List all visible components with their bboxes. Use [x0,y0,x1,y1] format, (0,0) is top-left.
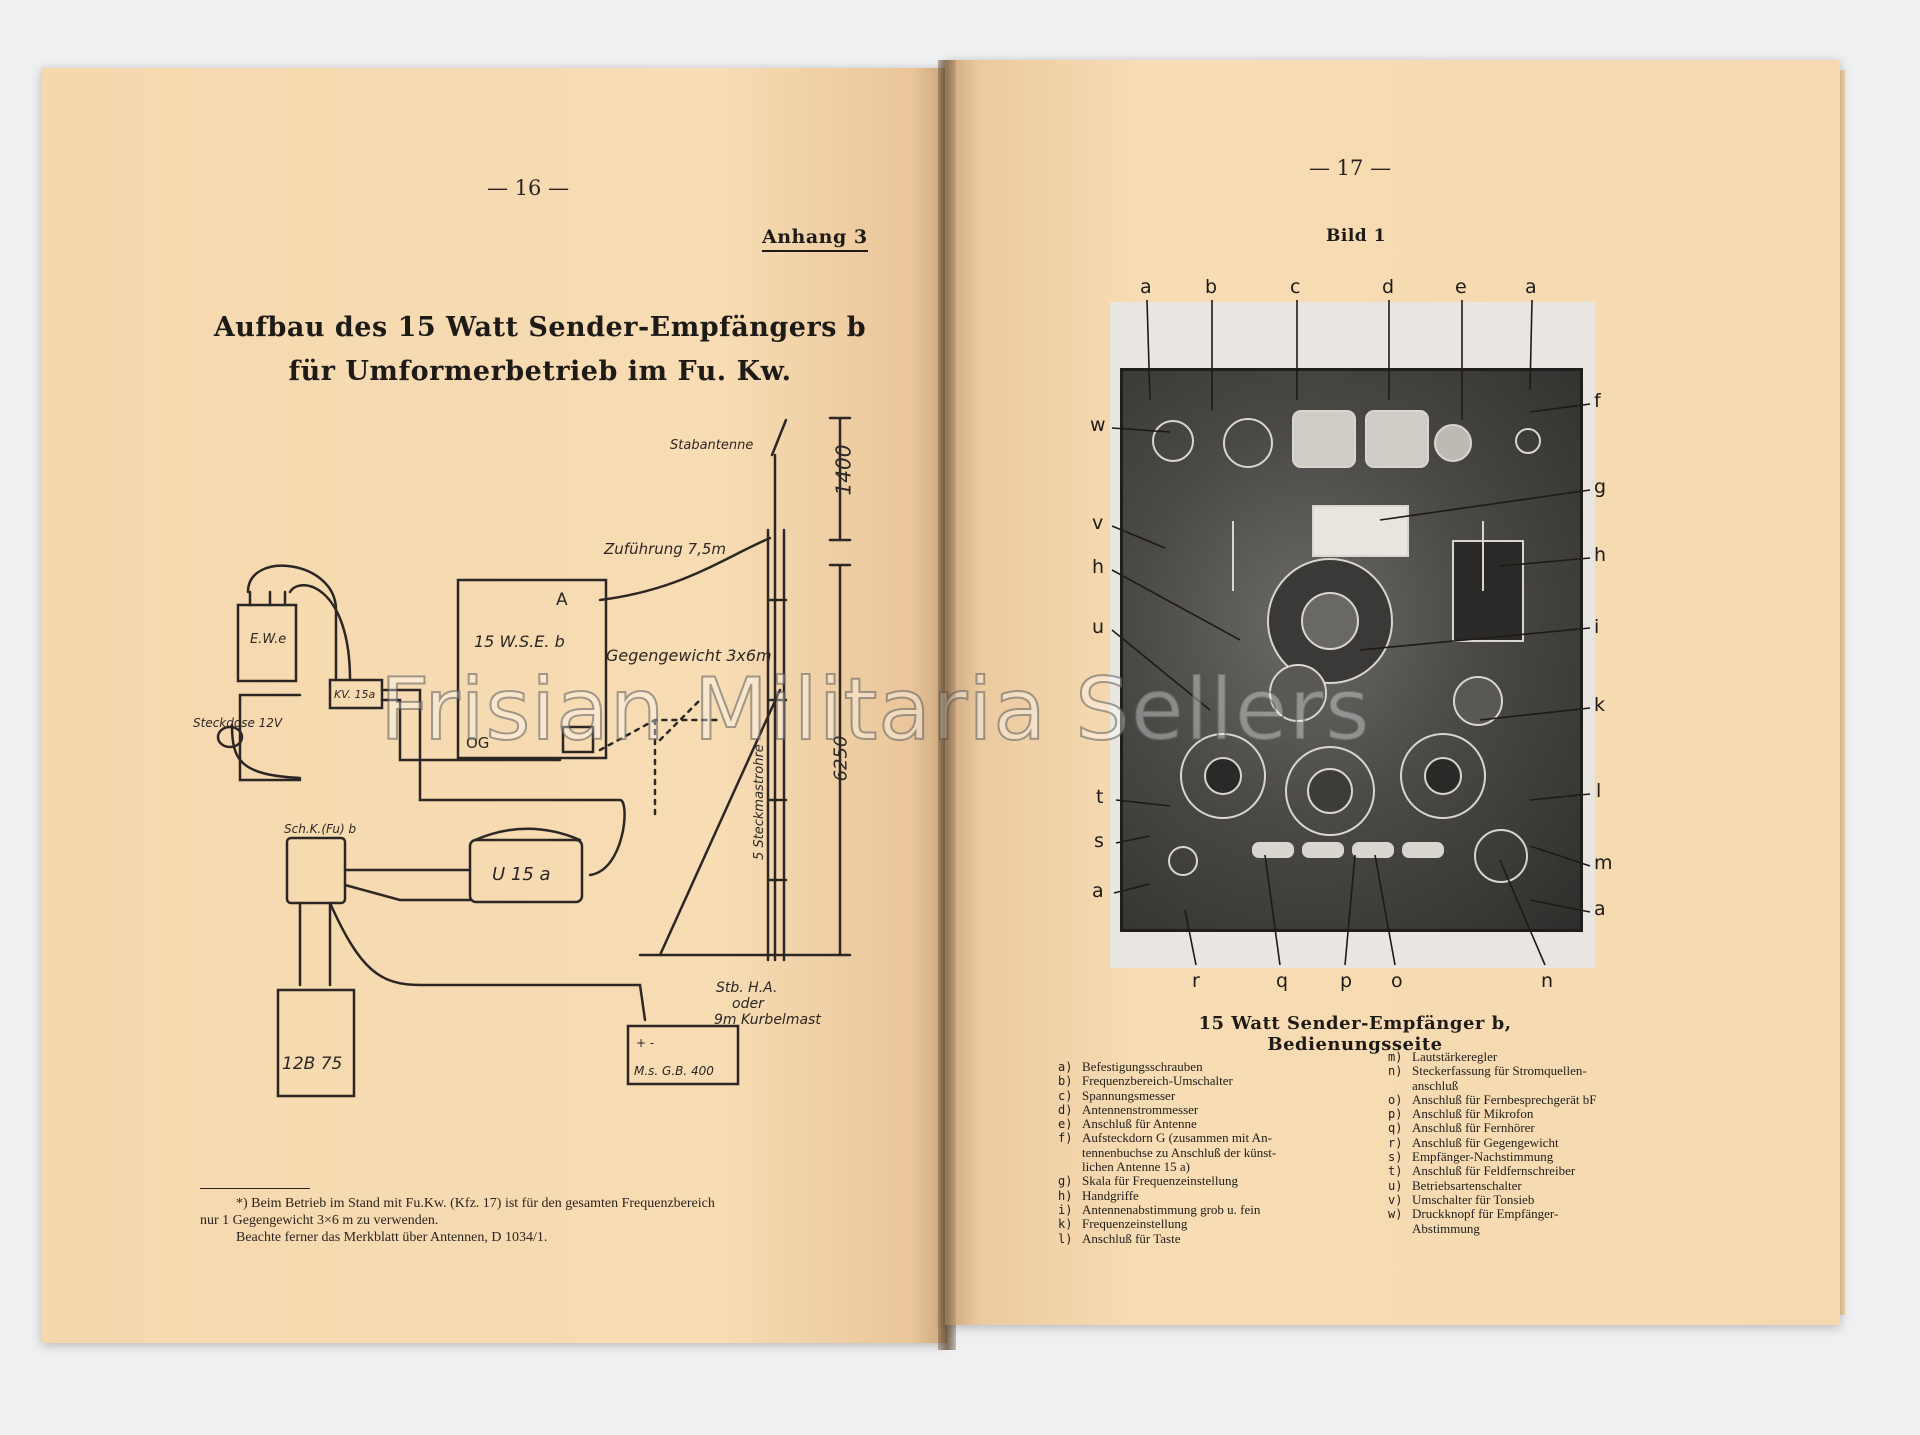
legend-item: q)Anschluß für Fernhörer [1388,1120,1535,1136]
label-og: OG [466,734,490,752]
legend-item: h)Handgriffe [1058,1187,1139,1203]
legend-item: n)Steckerfassung für Stromquellen- [1388,1063,1587,1079]
set-box [456,578,608,760]
label-ewe: E.W.e [250,632,287,647]
label-gb: M.s. G.B. 400 [634,1064,714,1078]
footnote-line1: *) Beim Betrieb im Stand mit Fu.Kw. (Kfz… [236,1196,715,1211]
callout-left-w: w [1090,414,1106,436]
callout-left-s: s [1094,830,1104,852]
mast-pipe [766,528,786,962]
legend-item: e)Anschluß für Antenne [1058,1116,1197,1132]
legend-item: v)Umschalter für Tonsieb [1388,1191,1535,1207]
callout-right-h: h [1594,544,1607,566]
legend-item: tennenbuchse zu Anschluß der künst- [1082,1144,1277,1160]
callout-bottom-p: p [1340,970,1353,992]
page-number-left: — 16 — [487,176,570,200]
label-schk: Sch.K.(Fu) b [284,822,357,836]
callout-bottom-o: o [1391,970,1403,992]
label-gb-terminals: + - [636,1036,655,1050]
legend-item: u)Betriebsartenschalter [1388,1177,1522,1193]
callout-top-a2: a [1525,276,1537,298]
footnote-line3: Beachte ferner das Merkblatt über Antenn… [236,1230,548,1245]
callout-right-g: g [1594,476,1607,498]
callout-right-i: i [1594,616,1600,638]
callout-top-d: d [1382,276,1395,298]
socket-icon [216,725,244,749]
legend-item: g)Skala für Frequenzeinstellung [1058,1173,1238,1189]
page-number-right: — 17 — [1309,156,1392,180]
callout-right-a: a [1594,898,1606,920]
feed-line [598,536,772,602]
label-a-port: A [556,590,568,610]
callout-right-m: m [1594,852,1613,874]
callout-bottom-r: r [1192,970,1200,992]
legend-left: a)Befestigungsschrauben b)Frequenzbereic… [1058,1059,1277,1246]
legend-item: r)Anschluß für Gegengewicht [1388,1134,1559,1150]
callout-bottom-n: n [1541,970,1554,992]
footnote: *) Beim Betrieb im Stand mit Fu.Kw. (Kfz… [200,1188,890,1246]
callout-bottom-q: q [1276,970,1289,992]
legend-right: m)Lautstärkeregler n)Steckerfassung für … [1388,1049,1597,1236]
callout-top-b: b [1205,276,1218,298]
figure-label: Bild 1 [1326,226,1386,246]
legend-item: s)Empfänger-Nachstimmung [1388,1149,1554,1165]
diagram-title-line1: Aufbau des 15 Watt Sender-Empfängers b [213,312,867,343]
label-oder: oder [732,996,764,1012]
label-zufuehrung: Zuführung 7,5m [604,540,727,558]
legend-item: m)Lautstärkeregler [1388,1049,1498,1064]
callout-left-h: h [1092,556,1105,578]
label-steckdose: Steckdose 12V [193,716,283,730]
callout-top-e: e [1455,276,1467,298]
label-kv: KV. 15a [334,688,376,701]
dimension-6250 [828,563,852,957]
callout-left-v: v [1092,512,1104,534]
label-u15a: U 15 a [492,864,551,885]
legend-item: a)Befestigungsschrauben [1058,1059,1203,1074]
label-battery: 12B 75 [282,1054,343,1074]
radio-photo [1120,368,1583,932]
callout-left-a: a [1092,880,1104,902]
footnote-line2: nur 1 Gegengewicht 3×6 m zu verwenden. [200,1213,439,1228]
callout-top-c: c [1290,276,1301,298]
label-set-box: 15 W.S.E. b [474,632,565,651]
callout-right-k: k [1594,694,1606,716]
appendix-label: Anhang 3 [762,226,868,252]
gb-box [626,1024,740,1086]
callout-left-t: t [1096,786,1104,808]
legend-item: c)Spannungsmesser [1058,1087,1176,1103]
legend-item: lichen Antenne 15 a) [1082,1159,1190,1175]
label-stabantenne: Stabantenne [670,438,754,453]
ewe-box [236,603,298,683]
legend-item: Abstimmung [1412,1220,1480,1236]
legend-item: k)Frequenzeinstellung [1058,1216,1188,1232]
legend-item: o)Anschluß für Fernbesprechgerät bF [1388,1091,1597,1107]
radio-front-panel [1152,410,1541,883]
legend-item: f)Aufsteckdorn G (zusammen mit An- [1058,1130,1272,1146]
legend-item: i)Antennenabstimmung grob u. fein [1058,1201,1261,1217]
legend-item: anschluß [1412,1077,1459,1093]
photo-caption: 15 Watt Sender-Empfänger b, Bedienungsse… [1198,1013,1512,1055]
callout-right-l: l [1596,780,1602,802]
label-stb: Stb. H.A. [716,980,778,996]
callout-top-a1: a [1140,276,1152,298]
battery-box [276,988,356,1098]
label-gegengewicht: Gegengewicht 3x6m [606,646,772,665]
kv-box [328,678,384,710]
book-spine-overlay [938,60,956,1350]
diagram-title-line2: für Umformerbetrieb im Fu. Kw. [288,356,792,387]
legend-item: w)Druckknopf für Empfänger- [1388,1206,1559,1222]
legend-item: t)Anschluß für Feldfernschreiber [1388,1163,1576,1179]
legend-item: l)Anschluß für Taste [1058,1230,1181,1246]
callout-right-f: f [1594,390,1601,412]
legend-item: d)Antennenstrommesser [1058,1101,1199,1117]
label-kurbelmast: 9m Kurbelmast [714,1012,821,1028]
legend-item: b)Frequenzbereich-Umschalter [1058,1073,1233,1089]
callout-left-u: u [1092,616,1105,638]
dimension-1400 [828,416,852,542]
left-page [42,68,947,1343]
legend-item: p)Anschluß für Mikrofon [1388,1106,1534,1122]
